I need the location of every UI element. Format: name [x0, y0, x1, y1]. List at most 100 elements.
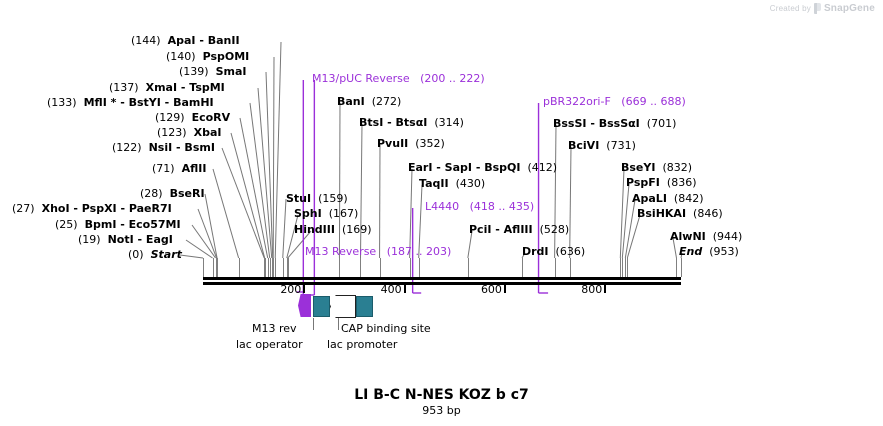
- enzyme-label: BsiHKAI (846): [637, 208, 723, 220]
- enzyme-label: (25) BpmI - Eco57MI: [55, 219, 181, 231]
- watermark-prefix: Created by: [769, 4, 811, 13]
- feature-glyph[interactable]: [356, 296, 373, 317]
- site-tick: [286, 258, 288, 277]
- ruler-tick-label: 200: [280, 283, 302, 296]
- enzyme-label: ApaLI (842): [632, 193, 704, 205]
- site-tick: [569, 258, 571, 277]
- ruler-tick-label: 600: [480, 283, 502, 296]
- enzyme-position: (139): [179, 65, 209, 78]
- ruler-tick: [403, 285, 406, 293]
- feature-glyph[interactable]: [313, 296, 330, 317]
- leader-line: [286, 214, 299, 259]
- leader-line: [272, 56, 275, 259]
- site-tick: [212, 258, 214, 277]
- site-tick: [238, 258, 240, 277]
- enzyme-label: (0) Start: [128, 249, 182, 261]
- site-tick: [267, 258, 269, 277]
- enzyme-position: (528): [539, 223, 570, 236]
- enzyme-name: ApaLI: [632, 192, 667, 205]
- enzyme-name: BseRI: [169, 187, 205, 200]
- enzyme-position: (28): [140, 187, 163, 200]
- enzyme-name: BciVI: [568, 139, 600, 152]
- enzyme-position: (133): [47, 96, 77, 109]
- leader-line: [230, 132, 266, 259]
- enzyme-position: (137): [109, 81, 139, 94]
- enzyme-label: BtsI - BtsαI (314): [359, 117, 464, 129]
- enzyme-position: (25): [55, 218, 78, 231]
- leader-line: [621, 183, 630, 259]
- enzyme-position: (140): [166, 50, 196, 63]
- enzyme-name: BpmI - Eco57MI: [84, 218, 181, 231]
- site-tick: [203, 258, 204, 277]
- enzyme-label: (19) NotI - EagI: [78, 234, 173, 246]
- enzyme-position: (846): [693, 207, 723, 220]
- enzyme-name: AlwNI: [670, 230, 706, 243]
- site-tick: [625, 258, 627, 277]
- ruler-tick-label: 800: [581, 283, 603, 296]
- enzyme-position: (129): [155, 111, 185, 124]
- enzyme-name: XhoI - PspXI - PaeR7I: [41, 202, 172, 215]
- feature-glyph[interactable]: [330, 295, 356, 318]
- enzyme-name: BseYI: [621, 161, 656, 174]
- ruler-tick: [503, 285, 506, 293]
- enzyme-name: EarI - SapI - BspQI: [408, 161, 521, 174]
- snapgene-watermark: Created by SnapGene: [770, 3, 875, 14]
- page-title: LI B-C N-NES KOZ b c7: [354, 387, 529, 403]
- watermark-brand: SnapGene: [823, 3, 875, 14]
- ruler-tick: [604, 285, 607, 293]
- enzyme-label: StuI (159): [286, 193, 348, 205]
- enzyme-position: (731): [606, 139, 636, 152]
- site-tick: [522, 258, 523, 277]
- enzyme-name: PciI - AflIII: [469, 223, 533, 236]
- leader-line: [569, 146, 572, 259]
- enzyme-label: PvuII (352): [377, 138, 445, 150]
- enzyme-label: PspFI (836): [626, 177, 697, 189]
- primer-range: (200 .. 222): [420, 72, 485, 85]
- enzyme-label: (28) BseRI: [140, 188, 205, 200]
- enzyme-position: (19): [78, 233, 101, 246]
- enzyme-label: BanI (272): [337, 96, 401, 108]
- site-tick: [275, 258, 277, 277]
- enzyme-label: BciVI (731): [568, 140, 636, 152]
- enzyme-name: End: [679, 245, 703, 258]
- enzyme-position: (314): [434, 116, 464, 129]
- plasmid-length: 953 bp: [422, 404, 461, 417]
- leader-line: [221, 147, 265, 259]
- enzyme-label: TaqII (430): [419, 178, 485, 190]
- enzyme-position: (167): [328, 207, 359, 220]
- enzyme-position: (352): [415, 137, 445, 150]
- enzyme-name: HindIII: [294, 223, 335, 236]
- enzyme-name: NsiI - BsmI: [148, 141, 215, 154]
- feature-leader-line: [313, 318, 314, 330]
- enzyme-position: (636): [555, 245, 586, 258]
- leader-line: [185, 239, 213, 259]
- enzyme-position: (430): [455, 177, 486, 190]
- feature-leader-line: [338, 318, 339, 330]
- enzyme-position: (842): [673, 192, 704, 205]
- enzyme-label: BseYI (832): [621, 162, 692, 174]
- feature-glyph[interactable]: [298, 294, 311, 317]
- enzyme-label: (71) AflII: [152, 163, 206, 175]
- enzyme-name: BtsI - BtsαI: [359, 116, 428, 129]
- enzyme-position: (123): [157, 126, 187, 139]
- primer-label: pBR322ori-F (669 .. 688): [543, 96, 686, 108]
- leader-line: [197, 208, 218, 259]
- enzyme-position: (144): [131, 34, 161, 47]
- enzyme-label: (140) PspOMI: [166, 51, 249, 63]
- site-tick: [676, 258, 678, 277]
- primer-name: M13 Reverse: [305, 245, 377, 258]
- site-tick: [418, 258, 420, 277]
- enzyme-name: MflI * - BstYI - BamHI: [83, 96, 214, 109]
- enzyme-position: (122): [112, 141, 142, 154]
- backbone-line-bottom: [203, 282, 681, 285]
- enzyme-label: DrdI (636): [522, 246, 585, 258]
- enzyme-name: BanI: [337, 95, 365, 108]
- primer-name: M13/pUC Reverse: [312, 72, 410, 85]
- enzyme-label: End (953): [679, 246, 739, 258]
- site-tick: [627, 258, 629, 277]
- enzyme-name: SphI: [294, 207, 322, 220]
- enzyme-name: EcoRV: [191, 111, 231, 124]
- site-tick: [467, 258, 469, 277]
- feature-caption: lac promoter: [327, 338, 398, 351]
